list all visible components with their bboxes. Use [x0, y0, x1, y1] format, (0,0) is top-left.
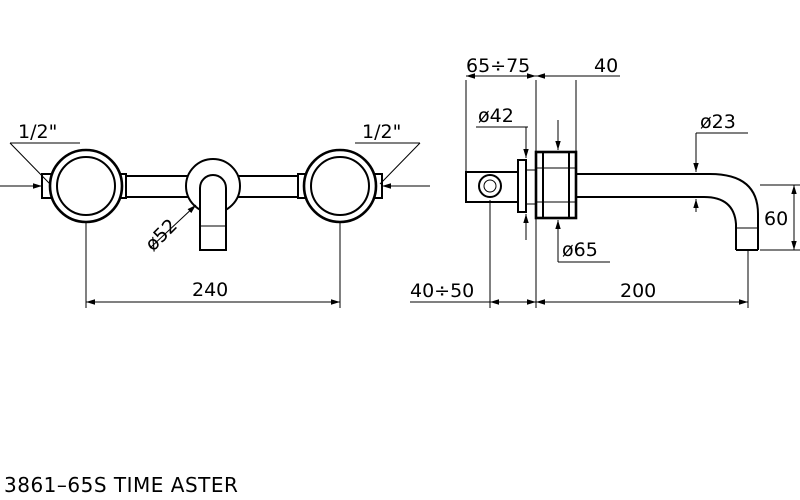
spout-reach-label: 200 — [620, 280, 656, 302]
spout-side-icon — [576, 173, 759, 251]
spout-diameter-callout: ø52 — [141, 204, 197, 256]
valve-body-side-icon — [534, 150, 578, 220]
center-distance-dimension: 240 — [85, 222, 341, 308]
side-view: 65÷75 40 ø42 ø65 ø23 — [410, 55, 800, 308]
height-label: 60 — [764, 208, 788, 230]
wall-range-dimension: 40÷50 — [410, 280, 536, 305]
diameter-42-dimension: ø42 — [476, 105, 529, 240]
depth-range-label: 65÷75 — [466, 55, 530, 77]
diameter-65-dimension: ø65 — [555, 120, 610, 263]
spout-diameter-label: ø52 — [141, 215, 182, 256]
diameter-42-label: ø42 — [478, 105, 514, 127]
body-length-label: 40 — [594, 55, 618, 77]
center-distance-label: 240 — [192, 279, 228, 301]
front-view: 1/2" 1/2" ø52 240 — [0, 121, 430, 308]
height-dimension: 60 — [760, 184, 800, 251]
body-length-dimension: 40 — [536, 55, 620, 79]
thread-right-label: 1/2" — [362, 121, 401, 143]
wall-connector-icon — [465, 159, 536, 213]
thread-left-label: 1/2" — [18, 121, 57, 143]
spout-front-icon — [185, 158, 241, 251]
diameter-65-label: ø65 — [562, 239, 598, 261]
thread-right-callout: 1/2" — [355, 121, 430, 189]
drawing-title: 3861–65S TIME ASTER — [4, 473, 238, 497]
right-valve-icon — [297, 148, 383, 224]
thread-left-callout: 1/2" — [0, 121, 80, 189]
wall-range-label: 40÷50 — [410, 280, 474, 302]
spout-reach-dimension: 200 — [536, 280, 748, 305]
diameter-23-label: ø23 — [700, 111, 736, 133]
left-valve-icon — [41, 148, 127, 224]
diameter-23-dimension: ø23 — [693, 111, 748, 212]
depth-range-dimension: 65÷75 — [466, 55, 536, 79]
